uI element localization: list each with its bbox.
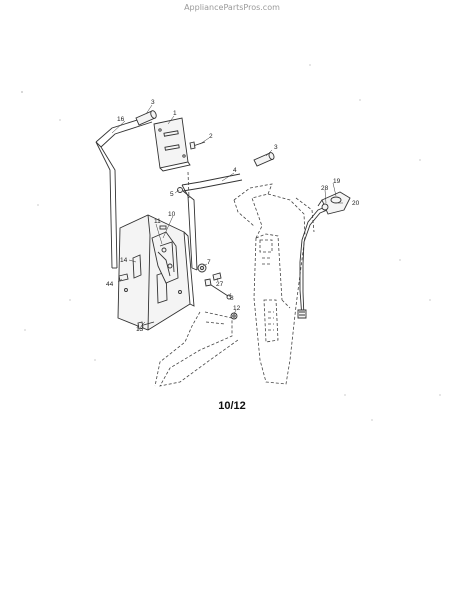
callout-14: 14 xyxy=(120,257,128,264)
grip-sleeve-left xyxy=(135,110,157,126)
grip-sleeve-right xyxy=(253,152,275,167)
hardware-7 xyxy=(197,263,207,273)
shift-plate xyxy=(117,214,195,331)
callout-3-left: 3 xyxy=(151,99,155,106)
page-number: 10/12 xyxy=(218,400,246,412)
leader-lines xyxy=(111,104,343,327)
callout-10: 10 xyxy=(168,211,176,218)
callout-27: 27 xyxy=(216,281,224,288)
callout-19: 19 xyxy=(333,178,341,185)
callout-13: 13 xyxy=(136,326,144,333)
callout-28: 28 xyxy=(321,185,329,192)
handle-right xyxy=(181,171,243,271)
callout-4: 4 xyxy=(233,167,237,174)
callouts: 16 3 1 2 4 3 5 10 11 14 7 27 8 44 13 12 … xyxy=(106,99,360,333)
lower-frame-ghost xyxy=(154,311,239,387)
callout-1: 1 xyxy=(173,110,177,117)
bail-lever xyxy=(317,191,351,215)
bolt-2 xyxy=(189,141,206,150)
callout-5: 5 xyxy=(170,191,174,198)
frame-ghost xyxy=(233,183,315,385)
callout-8: 8 xyxy=(230,295,234,302)
callout-11: 11 xyxy=(154,218,161,225)
hardware-13 xyxy=(137,321,155,330)
callout-2: 2 xyxy=(209,133,213,140)
callout-20: 20 xyxy=(352,200,360,207)
hardware-8 xyxy=(204,278,232,300)
bracket-plate xyxy=(153,117,191,172)
callout-3-right: 3 xyxy=(274,144,278,151)
callout-44: 44 xyxy=(106,281,114,288)
hardware-27 xyxy=(212,272,222,281)
callout-7: 7 xyxy=(207,259,211,266)
watermark: AppliancePartsPros.com xyxy=(184,3,280,12)
hardware-12 xyxy=(230,312,238,320)
callout-12: 12 xyxy=(233,305,241,312)
nut-5 xyxy=(177,187,183,193)
control-cable xyxy=(297,204,333,319)
scan-specks xyxy=(21,64,441,421)
callout-16: 16 xyxy=(117,116,125,123)
